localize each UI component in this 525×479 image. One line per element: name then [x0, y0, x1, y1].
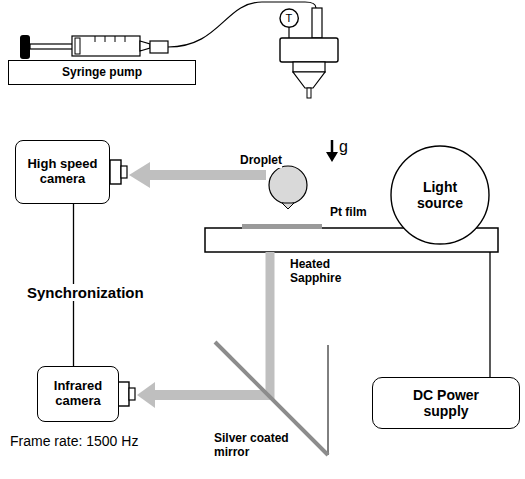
plunger-rod [30, 44, 75, 49]
nozzle-neck [293, 62, 325, 72]
node-text: Light source [410, 179, 470, 211]
mirror-mount [328, 345, 329, 455]
circle-outline [280, 9, 298, 27]
power-wire [489, 252, 490, 377]
node-text: Syringe pump [62, 66, 142, 80]
thermocouple-symbol: T [279, 8, 299, 28]
nozzle-cone [293, 72, 325, 88]
nozzle-inlet [312, 8, 322, 38]
ir-arrowhead [137, 382, 155, 408]
node-text: DC Power supply [406, 387, 486, 419]
pt-film [242, 224, 322, 229]
droplet-tip [282, 203, 294, 209]
pump-box: Syringe pump [8, 60, 196, 85]
node-text: Infrared camera [43, 379, 113, 409]
plunger-head [75, 38, 80, 54]
optical-path [150, 170, 266, 180]
note-label: Frame rate: 1500 Hz [10, 433, 138, 449]
thermocouple-lead [288, 27, 289, 38]
part-label: Heated Sapphire [290, 258, 352, 286]
needle [307, 88, 311, 98]
ir-path [266, 252, 275, 400]
camera-box: Infrared camera [37, 366, 119, 422]
tube-connector [150, 41, 168, 53]
node-text: T [286, 12, 293, 25]
camera-lens [118, 382, 129, 406]
part-label: Pt film [330, 206, 367, 220]
light-source: Light source [390, 145, 490, 245]
syringe-clamp [20, 35, 30, 59]
node-text: High speed camera [23, 157, 103, 187]
part-label: Droplet [240, 154, 282, 168]
camera-lens-tip [129, 388, 135, 400]
camera-lens-tip [121, 166, 127, 178]
part-label: Silver coated mirror [214, 432, 302, 460]
droplet [269, 166, 307, 204]
nozzle-body [280, 38, 338, 62]
gravity-arrowhead [326, 152, 338, 162]
optical-arrowhead [129, 162, 150, 188]
camera-lens [110, 160, 121, 184]
edge-label: Synchronization [25, 284, 146, 301]
camera-box: High speed camera [15, 140, 110, 204]
gravity-label: g [339, 138, 348, 156]
ir-path [155, 390, 274, 400]
power-supply-box: DC Power supply [372, 377, 520, 429]
graduation-ticks [95, 36, 125, 42]
syringe-tip [140, 41, 150, 51]
gravity-arrow [331, 140, 334, 154]
circle-outline [391, 146, 489, 244]
syringe-barrel [72, 36, 140, 56]
